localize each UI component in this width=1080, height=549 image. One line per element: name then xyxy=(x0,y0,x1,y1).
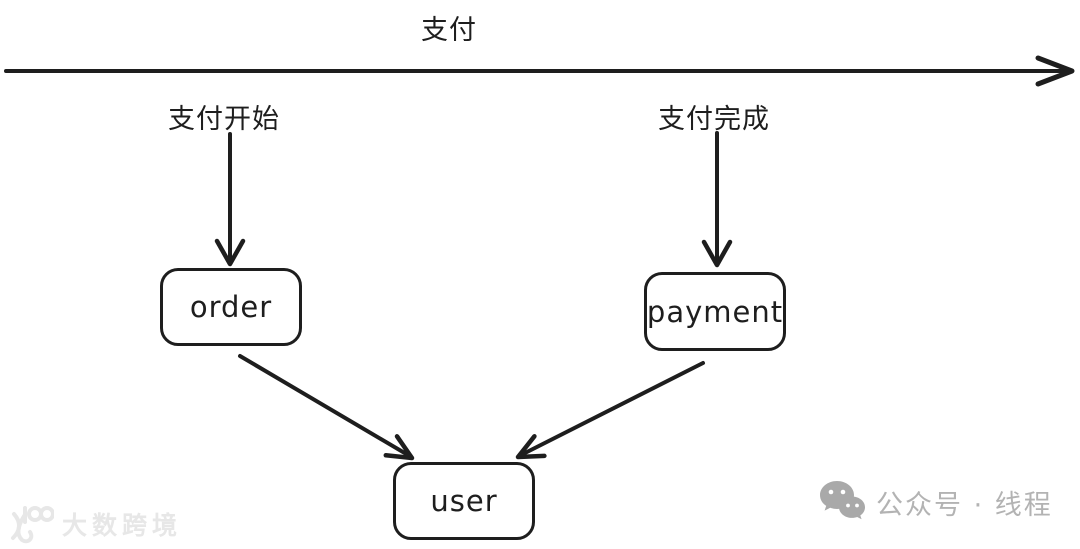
payment-node: payment xyxy=(644,272,786,351)
complete-arrow xyxy=(701,131,733,268)
payment-to-user-arrow xyxy=(515,361,705,460)
phase-start-label: 支付开始 xyxy=(168,104,280,135)
user-node: user xyxy=(393,462,535,540)
phase-end-label: 支付完成 xyxy=(658,104,770,135)
diagram-title: 支付 xyxy=(421,15,477,46)
order-to-user-arrow xyxy=(238,354,415,461)
wechat-icon xyxy=(818,478,866,526)
watermark-left: 大数跨境 xyxy=(8,500,182,548)
watermark-left-label: 大数跨境 xyxy=(62,511,183,540)
order-node-label: order xyxy=(189,290,273,324)
dashukuajing-logo-icon xyxy=(8,500,55,548)
payment-node-label: payment xyxy=(646,294,784,329)
user-node-label: user xyxy=(430,484,498,518)
timeline-arrow xyxy=(4,55,1075,87)
watermark-right-label: 公众号 · 线程 xyxy=(876,489,1053,521)
start-arrow xyxy=(214,132,246,267)
order-node: order xyxy=(160,268,302,346)
watermark-right: 公众号 · 线程 xyxy=(818,478,1053,526)
